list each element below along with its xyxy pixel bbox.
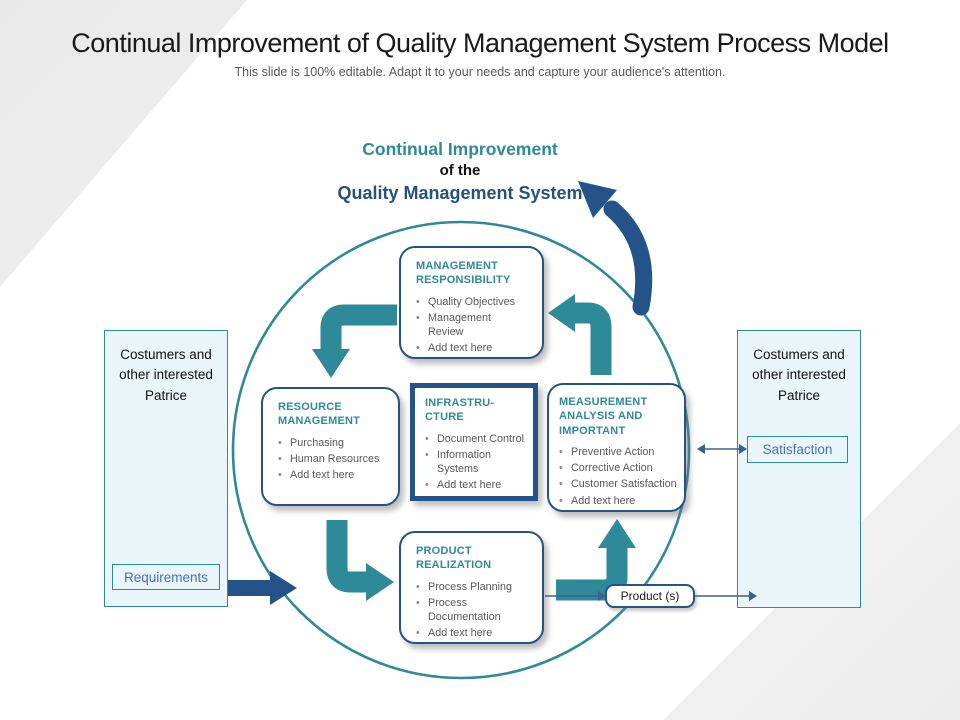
cycle-heading-line2: of the — [439, 162, 481, 179]
cycle-heading: Continual Improvement of the Quality Man… — [295, 138, 625, 204]
customers-panel-left: Costumers and other interested Patrice R… — [104, 330, 228, 607]
management-responsibility-title: MANAGEMENT RESPONSIBILITY — [416, 260, 511, 287]
resource-management-bullets: PurchasingHuman ResourcesAdd text here — [278, 436, 390, 483]
resource-management-title: RESOURCE MANAGEMENT — [278, 401, 361, 428]
cycle-arrow-top-right-icon — [548, 294, 612, 375]
cycle-arrow-top-left-icon — [312, 304, 397, 378]
bullet-item: Preventive Action — [559, 445, 681, 460]
satisfaction-tag: Satisfaction — [747, 436, 848, 463]
bullet-item: Add text here — [425, 478, 529, 493]
slide-title: Continual Improvement of Quality Managem… — [71, 28, 889, 58]
cycle-arrow-bottom-left-icon — [326, 520, 394, 601]
bullet-item: Add text here — [278, 468, 390, 483]
cycle-arrow-bottom-right-icon — [556, 519, 636, 601]
measurement-analysis-box: MEASUREMENT ANALYSIS AND IMPORTANT Preve… — [547, 383, 686, 512]
customers-panel-right-label: Costumers and other interested Patrice — [752, 347, 846, 403]
customers-panel-left-label: Costumers and other interested Patrice — [119, 347, 213, 403]
product-realization-bullets: Process PlanningProcess DocumentationAdd… — [416, 580, 526, 641]
infrastructure-bullets: Document ControlInformation SystemsAdd t… — [425, 432, 529, 493]
bullet-item: Add text here — [416, 626, 526, 641]
requirements-tag: Requirements — [112, 564, 220, 590]
cycle-heading-line3: Quality Management System — [337, 183, 583, 203]
management-responsibility-bullets: Quality ObjectivesManagement ReviewAdd t… — [416, 295, 526, 356]
bullet-item: Add text here — [416, 341, 526, 356]
bullet-item: Process Planning — [416, 580, 526, 595]
product-output-arrow-icon — [545, 591, 606, 601]
bullet-item: Management Review — [416, 311, 526, 340]
infrastructure-box: INFRASTRU-CTURE Document ControlInformat… — [410, 383, 538, 501]
product-realization-title: PRODUCT REALIZATION — [416, 545, 492, 572]
bullet-item: Corrective Action — [559, 461, 681, 476]
product-chip: Product (s) — [605, 584, 695, 608]
measurement-analysis-title: MEASUREMENT ANALYSIS AND IMPORTANT — [559, 396, 648, 437]
management-responsibility-box: MANAGEMENT RESPONSIBILITY Quality Object… — [399, 246, 544, 359]
requirements-arrow-icon — [228, 571, 297, 605]
bullet-item: Purchasing — [278, 436, 390, 451]
resource-management-box: RESOURCE MANAGEMENT PurchasingHuman Reso… — [261, 387, 400, 506]
bullet-item: Document Control — [425, 432, 529, 447]
bullet-item: Process Documentation — [416, 596, 526, 625]
bullet-item: Information Systems — [425, 448, 529, 477]
infrastructure-title: INFRASTRU-CTURE — [425, 397, 495, 424]
bullet-item: Quality Objectives — [416, 295, 526, 310]
bullet-item: Add text here — [559, 494, 681, 509]
bullet-item: Customer Satisfaction — [559, 477, 681, 492]
bullet-item: Human Resources — [278, 452, 390, 467]
cycle-heading-line1: Continual Improvement — [362, 139, 558, 159]
measurement-analysis-bullets: Preventive ActionCorrective ActionCustom… — [559, 445, 681, 508]
customers-panel-right: Costumers and other interested Patrice S… — [737, 330, 861, 608]
product-realization-box: PRODUCT REALIZATION Process PlanningProc… — [399, 531, 544, 644]
slide-subtitle: This slide is 100% editable. Adapt it to… — [234, 65, 726, 79]
